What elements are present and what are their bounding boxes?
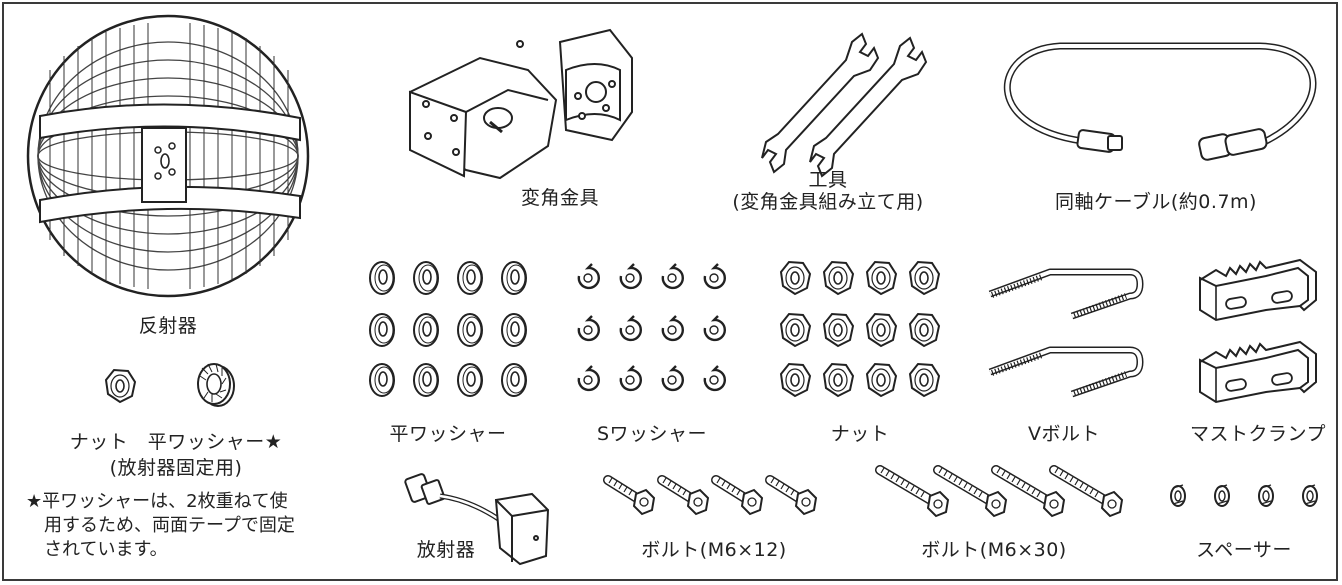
v-bolt-label: Vボルト (1028, 423, 1100, 445)
footnote-line: ★平ワッシャーは、2枚重ねて使 (26, 491, 288, 512)
spring-washer-label: Sワッシャー (596, 423, 708, 445)
bolts-m6x12-illustration (608, 478, 816, 514)
reflector-label: 反射器 (138, 315, 198, 337)
tool-note-label: (変角金具組み立て用) (732, 191, 924, 213)
angle-bracket-label: 変角金具 (520, 187, 600, 209)
mast-clamps-illustration (1199, 259, 1317, 403)
footnote-line: 用するため、両面テープで固定 (44, 515, 295, 536)
nut-label: ナット (830, 423, 890, 445)
tool-label: 工具 (808, 169, 848, 191)
spacers-illustration (1170, 484, 1318, 507)
reflector-illustration (26, 14, 310, 298)
coax-cable-illustration (1003, 42, 1317, 161)
spring-washers-illustration (577, 262, 727, 392)
fixing-washer-illustration (197, 363, 235, 407)
fixing-parts-label: ナット 平ワッシャー★ (69, 431, 283, 453)
footnote-line: されています。 (44, 539, 168, 560)
angle-bracket-illustration (408, 28, 633, 180)
fixing-nut-illustration (105, 369, 136, 403)
radiator-illustration (404, 473, 550, 566)
spacer-label: スペーサー (1196, 539, 1292, 561)
mast-clamp-label: マストクランプ (1190, 423, 1326, 445)
coax-cable-label: 同軸ケーブル(約0.7m) (1055, 191, 1257, 213)
bolts-m6x30-illustration (880, 468, 1122, 516)
bolt-m6x30-label: ボルト(M6×30) (921, 539, 1067, 561)
flat-washers-illustration (369, 261, 527, 397)
v-bolts-illustration (990, 272, 1140, 394)
flat-washer-label: 平ワッシャー (389, 423, 507, 445)
radiator-label: 放射器 (416, 539, 476, 561)
fixing-note-label: (放射器固定用) (109, 457, 243, 479)
bolt-m6x12-label: ボルト(M6×12) (641, 539, 787, 561)
footnote: ★平ワッシャーは、2枚重ねて使 用するため、両面テープで固定 されています。 (26, 490, 295, 562)
nuts-illustration (780, 261, 940, 397)
tool-illustration (761, 32, 928, 178)
